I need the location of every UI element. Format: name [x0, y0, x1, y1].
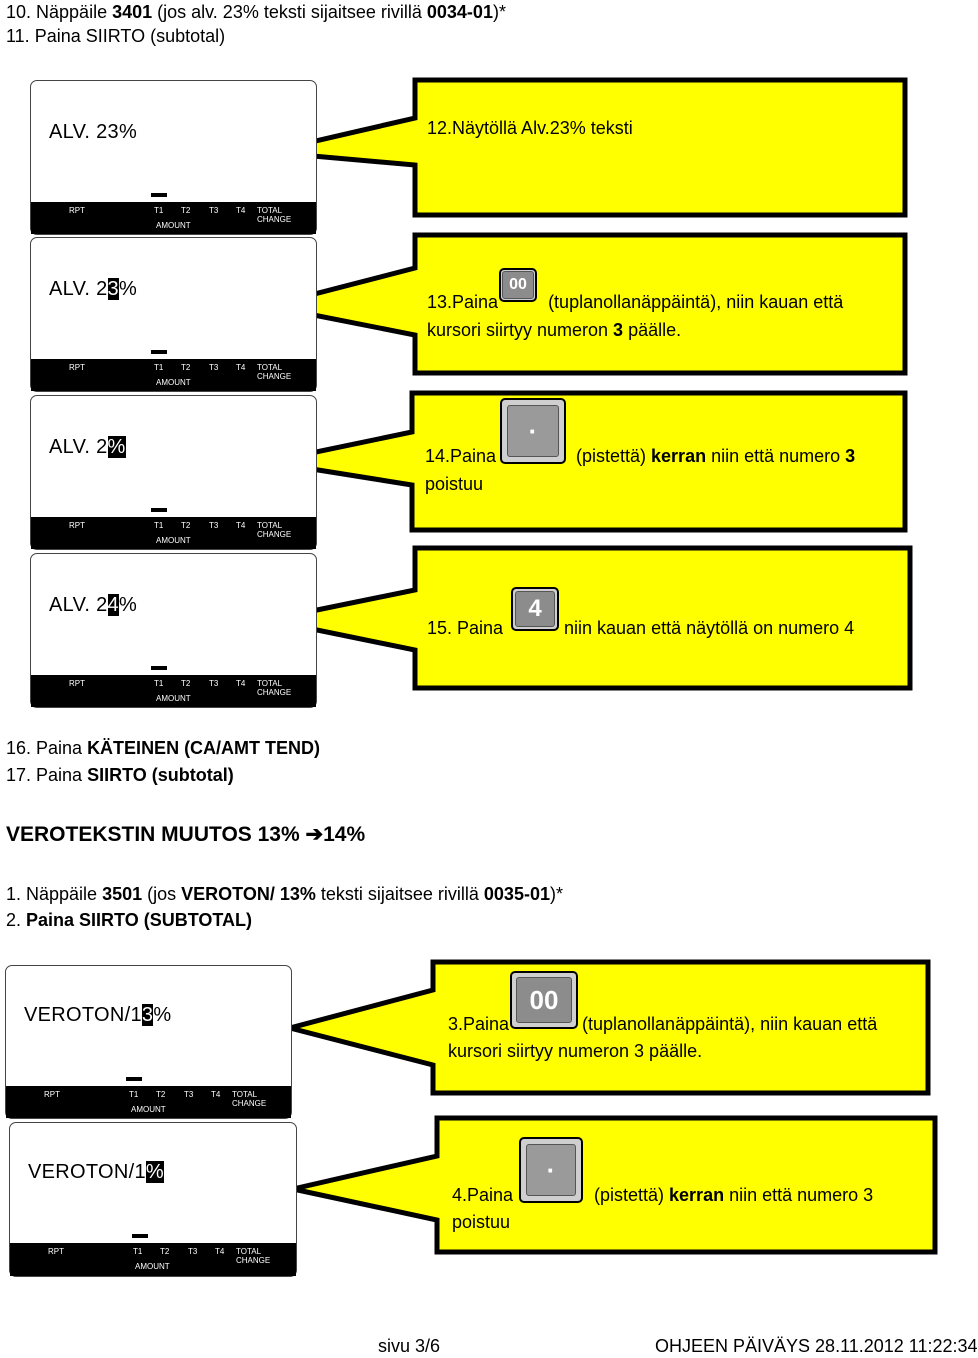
step-10-row: 0034-01: [426, 2, 493, 22]
cursor-highlight: %: [107, 436, 126, 458]
step-10-prefix: 10. Näppäile: [6, 2, 113, 22]
double-zero-key-icon: 00: [510, 971, 578, 1029]
callout-14-line-2: poistuu: [425, 474, 484, 494]
page-number: sivu 3/6: [378, 1336, 441, 1356]
arrow-right-icon: ➔: [305, 823, 324, 846]
display-text: ALV. 23%: [49, 121, 138, 143]
callout-13-shape: [267, 232, 908, 376]
callout-15-line-1b: niin kauan että näytöllä on numero 4: [564, 618, 855, 638]
callout-13-line-1: 13.Paina(tuplanollanäppäintä), niin kaua…: [427, 292, 844, 312]
document-date: OHJEEN PÄIVÄYS 28.11.2012 11:22:34: [655, 1336, 978, 1356]
step-10-suffix: )*: [492, 2, 506, 22]
step-11-prefix: 11. Paina: [6, 26, 86, 46]
callout-4-shape: [292, 1115, 938, 1255]
section-heading: VEROTEKSTIN MUUTOS 13% ➔14%: [6, 823, 366, 846]
cursor-mark: [151, 508, 167, 512]
cursor-mark: [126, 1077, 142, 1081]
callout-4-line-1a: 4.Paina: [452, 1185, 514, 1205]
callout-3-shape: [280, 959, 931, 1096]
step-16: 16. Paina KÄTEINEN (CA/AMT TEND): [6, 738, 321, 758]
display-text: ALV. 23%: [49, 278, 138, 300]
callout-14-line-1b: (pistettä) kerran niin että numero 3: [576, 446, 856, 466]
callout-12-text: 12.Näytöllä Alv.23% teksti: [427, 118, 633, 138]
callout-3-line-1b: (tuplanollanäppäintä), niin kauan että: [582, 1014, 878, 1034]
cursor-highlight: %: [145, 1161, 165, 1183]
callout-12-shape: [267, 77, 908, 218]
callout-15-shape: [267, 545, 913, 691]
callout-3-line-2: kursori siirtyy numeron 3 päälle.: [448, 1041, 703, 1061]
display-text: VEROTON/1%: [28, 1161, 165, 1183]
cursor-mark: [151, 666, 167, 670]
callout-15-line-1: 15. Paina: [427, 618, 504, 638]
display-text: ALV. 24%: [49, 594, 138, 616]
dot-key-icon: ·: [519, 1137, 583, 1203]
callout-3-line-1a: 3.Paina: [448, 1014, 510, 1034]
callout-14-shape: [267, 390, 908, 533]
cursor-mark: [151, 350, 167, 354]
display-text: ALV. 2%: [49, 436, 126, 458]
dot-key-icon: ·: [500, 398, 566, 464]
cursor-highlight: 3: [141, 1004, 154, 1026]
step-17: 17. Paina SIIRTO (subtotal): [6, 765, 234, 785]
callout-4-line-2: poistuu: [452, 1212, 511, 1232]
step-10: 10. Näppäile 3401 (jos alv. 23% teksti s…: [6, 2, 506, 23]
step-10-middle: (jos alv. 23% teksti sijaitsee rivillä: [152, 2, 427, 22]
step-10-code: 3401: [112, 2, 153, 22]
callout-13-line-2: kursori siirtyy numeron 3 päälle.: [427, 320, 682, 340]
cursor-highlight: 4: [107, 594, 119, 616]
cursor-mark: [132, 1234, 148, 1238]
double-zero-key-icon: 00: [499, 268, 537, 302]
step-1: 1. Näppäile 3501 (jos VEROTON/ 13% tekst…: [6, 884, 563, 904]
step-11: 11. Paina SIIRTO (subtotal): [6, 26, 225, 47]
cursor-highlight: 3: [107, 278, 119, 300]
four-key-icon: 4: [511, 587, 559, 631]
step-2: 2. Paina SIIRTO (SUBTOTAL): [6, 910, 253, 930]
cursor-mark: [151, 193, 167, 197]
callout-14-line-1: 14.Paina: [425, 446, 497, 466]
step-11-key: SIIRTO (subtotal): [85, 26, 226, 46]
callout-4-line-1b: (pistettä) kerran niin että numero 3: [594, 1185, 874, 1205]
display-text: VEROTON/13%: [24, 1004, 172, 1026]
